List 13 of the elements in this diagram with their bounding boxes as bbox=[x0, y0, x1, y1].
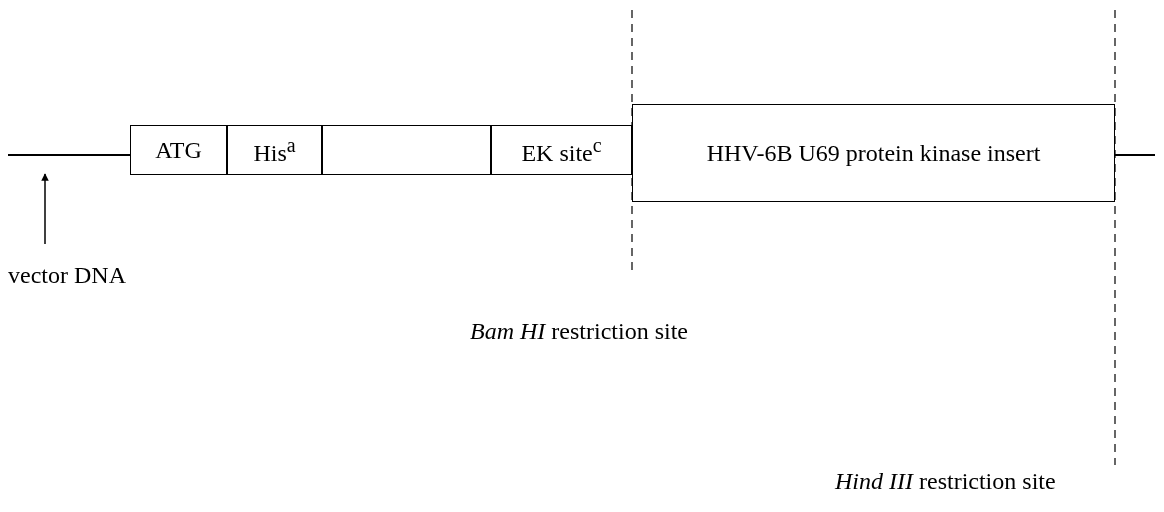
insert-box bbox=[632, 104, 1115, 202]
site-label: Bam HI restriction site bbox=[470, 318, 688, 345]
sequence-segment bbox=[130, 125, 227, 175]
sequence-segment bbox=[491, 125, 632, 175]
segment-label: ATG bbox=[155, 136, 202, 164]
segment-label: HHV-6B U69 protein kinase insert bbox=[706, 139, 1041, 167]
segment-label: His$^{a}$ bbox=[253, 133, 296, 167]
arrow bbox=[41, 173, 49, 245]
segment-label: EK site$^{c}$ bbox=[521, 133, 602, 167]
site-label: Hind III restriction site bbox=[835, 468, 1056, 495]
annotation-text: vector DNA bbox=[8, 258, 228, 292]
sequence-segment bbox=[227, 125, 322, 175]
sequence-segment bbox=[322, 125, 491, 175]
